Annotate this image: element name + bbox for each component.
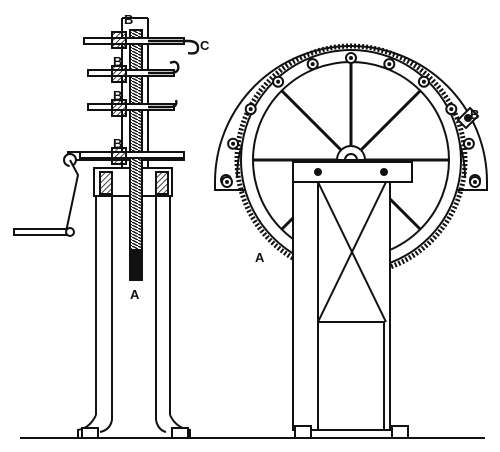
label-left-a: A — [130, 287, 140, 302]
label-right-b: B — [470, 107, 479, 122]
left-hooks — [148, 39, 200, 109]
crank-arm — [65, 159, 80, 233]
hook-3 — [148, 99, 178, 109]
left-foot-inner-right — [155, 419, 167, 433]
clip-b-4 — [111, 147, 127, 165]
hood-bolt-center — [449, 107, 454, 112]
label-left-b4: B — [113, 136, 122, 151]
label-left-c: C — [200, 38, 210, 53]
hood-bolts — [221, 52, 481, 188]
crank-grip-end — [65, 227, 75, 237]
gear-teeth — [234, 43, 468, 277]
hook-c — [148, 39, 200, 55]
hook-2 — [148, 60, 180, 75]
stand-foot-right — [391, 425, 409, 439]
left-foot-right — [169, 414, 191, 438]
clip-b-2 — [111, 65, 127, 83]
label-left-b3: B — [113, 88, 122, 103]
label-left-b1: B — [124, 12, 133, 27]
stand-bolt-right — [380, 168, 388, 176]
left-collar-left — [99, 171, 113, 195]
crank-grip — [13, 228, 71, 236]
right-machine — [214, 43, 488, 439]
clip-b-1 — [111, 31, 127, 49]
label-left-b2: B — [113, 54, 122, 69]
left-machine — [67, 17, 191, 439]
hood-latch-b — [456, 106, 480, 130]
label-right-a: A — [255, 250, 265, 265]
hood-bolt-center — [349, 56, 353, 60]
left-foot-left — [77, 414, 97, 438]
clip-b-3 — [111, 99, 127, 117]
stand-bolt-left — [314, 168, 322, 176]
stand-cross-2 — [317, 181, 387, 323]
left-foot-inner-left — [99, 419, 113, 433]
left-crank — [13, 153, 80, 237]
hood-bolt-center — [276, 79, 281, 84]
stand-foot-left — [294, 425, 312, 439]
hood-bolt-center — [231, 141, 236, 146]
arm-4 — [79, 151, 185, 159]
left-foot-pad-left — [81, 427, 99, 439]
hood-bolt-center — [310, 62, 315, 67]
hood-bolt-center — [248, 107, 253, 112]
hood-bolt-center — [387, 62, 392, 67]
left-collar-right — [155, 171, 169, 195]
left-screw-a-tip — [129, 249, 143, 281]
stand-top-plate — [292, 161, 413, 183]
stand-window — [317, 321, 385, 431]
hood-bolt-center — [466, 141, 471, 146]
left-foot-pad-right — [171, 427, 189, 439]
left-arms — [79, 31, 185, 165]
hood-bolt-center — [421, 79, 426, 84]
hood-bolt-center — [225, 180, 229, 184]
hood-bolt-center — [473, 180, 477, 184]
